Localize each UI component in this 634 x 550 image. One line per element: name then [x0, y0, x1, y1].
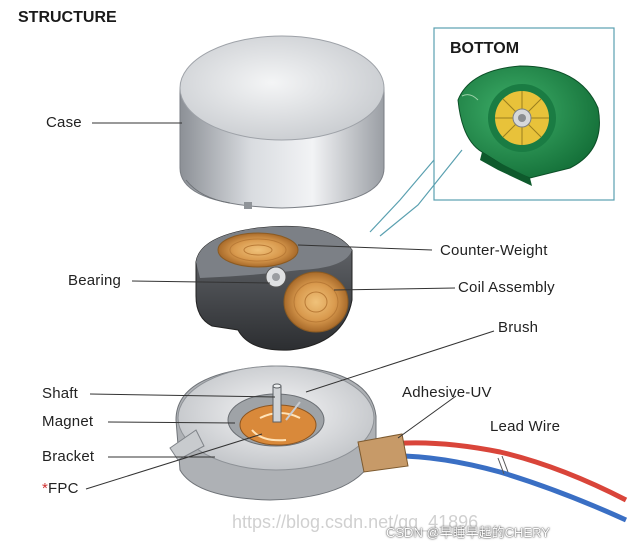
bottom-pcb-view	[457, 65, 600, 186]
leader-lines	[85, 122, 495, 490]
bottom-title: BOTTOM	[450, 40, 520, 57]
label-magnet: Magnet	[42, 413, 94, 430]
label-coil-assembly: Coil Assembly	[458, 279, 555, 296]
structure-title: STRUCTURE	[18, 9, 117, 26]
adhesive-uv-blob	[357, 433, 409, 473]
label-bracket: Bracket	[42, 448, 95, 465]
csdn-watermark: CSDN @早睡早起的CHERY	[386, 525, 550, 540]
case-part	[179, 35, 385, 209]
bracket-part	[169, 365, 377, 501]
label-case: Case	[46, 114, 82, 131]
label-adhesive-uv: Adhesive-UV	[402, 384, 492, 401]
label-shaft: Shaft	[42, 385, 79, 402]
label-counter-weight: Counter-Weight	[440, 242, 548, 259]
lower-coil	[283, 271, 349, 333]
fpc-asterisk: *	[42, 480, 49, 497]
label-brush: Brush	[498, 319, 539, 336]
blog-url-watermark: https://blog.csdn.net/qq_41896	[232, 512, 479, 532]
shaft-part	[272, 385, 282, 423]
fpc-text: FPC	[48, 480, 79, 497]
label-lead-wire: Lead Wire	[490, 418, 561, 435]
label-fpc: *FPC	[42, 480, 79, 497]
lead-wires	[357, 433, 628, 523]
rotor-assembly	[195, 225, 353, 351]
label-bearing: Bearing	[68, 272, 122, 289]
upper-coil	[217, 232, 299, 268]
